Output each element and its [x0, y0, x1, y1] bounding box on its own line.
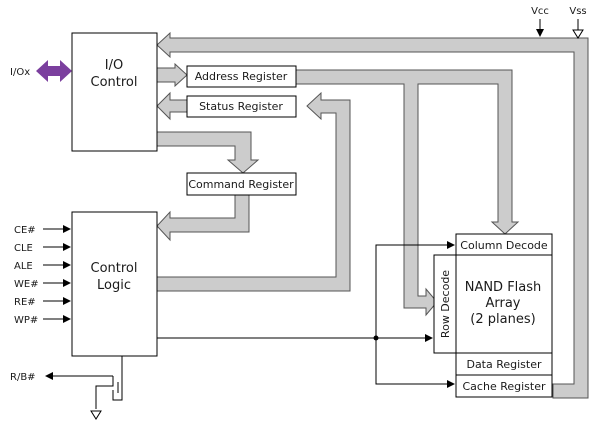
data-register-label: Data Register: [466, 358, 542, 371]
rb-transistor-drain: [95, 376, 114, 409]
column-decode-label: Column Decode: [460, 239, 548, 252]
io-to-address-bus: [156, 62, 188, 88]
address-to-decoders-bus: [295, 69, 520, 317]
row-decode-box: [433, 254, 457, 354]
pin-label-ale: ALE: [14, 261, 33, 272]
row-decode-label: Row Decode: [439, 270, 452, 338]
nand-array-line3: (2 planes): [470, 312, 535, 327]
io-control-line1: I/O: [105, 58, 123, 73]
address-register-label: Address Register: [195, 70, 288, 83]
rb-ground-symbol: [90, 410, 102, 420]
cache-register-label: Cache Register: [463, 380, 546, 393]
column-decode-box: [455, 233, 553, 256]
status-register-box: [186, 95, 297, 118]
cache-register-box: [455, 374, 553, 398]
status-register-label: Status Register: [199, 100, 283, 113]
cache-to-io-bus: [156, 31, 589, 399]
pin-label-we: WE#: [14, 279, 39, 290]
pin-label-wp: WP#: [14, 315, 38, 326]
io-control-line2: Control: [91, 75, 138, 90]
control-logic-block: [71, 211, 158, 357]
io-to-command-bus: [156, 131, 260, 174]
control-logic-line2: Logic: [97, 278, 131, 293]
io-control-block: [71, 32, 158, 152]
command-to-control-bus: [156, 194, 250, 242]
vcc-label: Vcc: [531, 6, 549, 17]
pin-label-ce: CE#: [14, 225, 36, 236]
pin-label-cle: CLE: [14, 243, 33, 254]
status-to-io-bus: [156, 91, 188, 121]
io-bidirectional-arrow: [36, 60, 72, 82]
io-pin-label: I/Ox: [10, 67, 30, 78]
pin-label-re: RE#: [14, 297, 36, 308]
vss-ground-symbol: [572, 29, 584, 39]
address-register-box: [186, 65, 297, 88]
control-to-status-bus: [156, 91, 351, 292]
nand-array-line2: Array: [485, 296, 520, 311]
control-logic-line1: Control: [91, 261, 138, 276]
nand-array-line1: NAND Flash: [465, 280, 542, 295]
rb-pin-label: R/B#: [10, 372, 36, 383]
control-to-column-decode-line: [375, 241, 455, 338]
command-register-label: Command Register: [188, 178, 294, 191]
rb-transistor-lead: [112, 356, 123, 401]
junction-dot: [373, 335, 379, 341]
vss-label: Vss: [569, 6, 586, 17]
control-to-cache-register-line: [375, 338, 455, 388]
command-register-box: [186, 172, 297, 196]
